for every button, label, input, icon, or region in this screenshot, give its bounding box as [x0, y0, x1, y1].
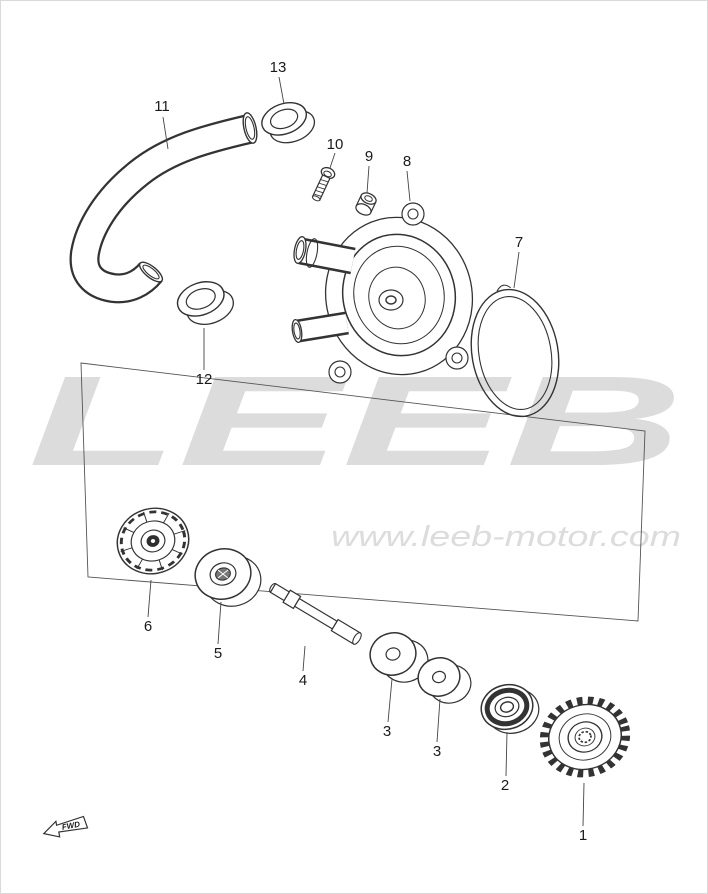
callout-13: 13 — [270, 59, 287, 76]
part-2-oil-seal — [480, 683, 540, 734]
callout-10: 10 — [327, 136, 344, 153]
part-8-pump-cover — [291, 202, 474, 384]
fwd-label: FWD — [61, 820, 81, 832]
callout-4: 4 — [299, 672, 307, 689]
part-13-hose-collar — [261, 102, 316, 144]
part-3-spacer-a — [369, 632, 429, 683]
callout-12: 12 — [196, 371, 213, 388]
part-7-gasket — [470, 284, 560, 418]
watermark-logo-text: LEEB — [28, 350, 683, 493]
fwd-arrow: FWD — [42, 815, 89, 838]
callout-2: 2 — [501, 777, 509, 794]
callout-5: 5 — [214, 645, 222, 662]
part-3-spacer-b — [417, 657, 472, 704]
part-11-water-hose — [69, 112, 258, 304]
watermark: LEEB www.leeb-motor.com — [28, 350, 683, 553]
callout-6: 6 — [144, 618, 152, 635]
callout-3a: 3 — [383, 723, 391, 740]
part-6-impeller — [116, 507, 190, 575]
part-4-pump-shaft — [269, 582, 362, 645]
watermark-url-text: www.leeb-motor.com — [331, 521, 681, 553]
fwd-arrow-shape — [42, 815, 89, 838]
part-9-bushing — [355, 192, 377, 216]
callout-7: 7 — [515, 234, 523, 251]
callout-numbers: 13 11 10 9 8 7 12 6 5 4 3 3 2 1 — [144, 59, 587, 844]
callout-1: 1 — [579, 827, 587, 844]
callout-8: 8 — [403, 153, 411, 170]
part-5-mechanical-seal — [194, 548, 262, 607]
callout-9: 9 — [365, 148, 373, 165]
part-10-bolt — [311, 166, 336, 202]
leader-lines — [147, 76, 585, 827]
part-1-gear — [539, 696, 631, 778]
part-12-seal-ring — [176, 281, 235, 325]
callout-3b: 3 — [433, 743, 441, 760]
callout-11: 11 — [154, 98, 170, 115]
reference-plane-outline — [80, 362, 646, 622]
